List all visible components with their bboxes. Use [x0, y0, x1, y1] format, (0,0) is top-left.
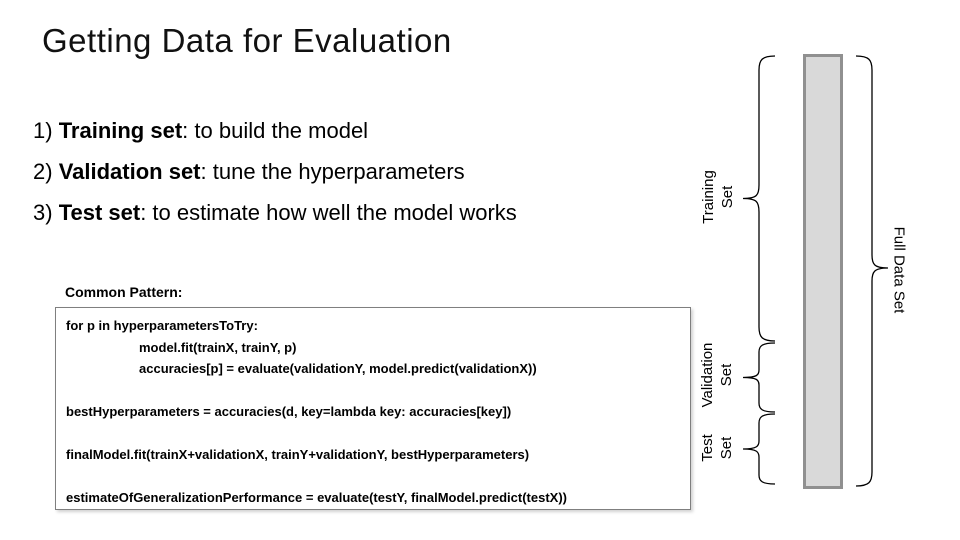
- label-line: Set: [718, 363, 735, 387]
- bullet-text: : to build the model: [182, 118, 369, 143]
- bullet-item-training-set: 1) Training set: to build the model: [33, 110, 517, 151]
- test-set-label: Test Set: [698, 434, 736, 462]
- bullet-term: Validation set: [58, 159, 201, 184]
- code-line: [66, 466, 690, 488]
- code-line: for p in hyperparametersToTry:: [66, 318, 258, 333]
- full-data-set-label: Full Data Set: [890, 226, 908, 314]
- common-pattern-heading: Common Pattern:: [65, 284, 183, 300]
- bullet-term: Training set: [58, 118, 183, 143]
- code-box: for p in hyperparametersToTry: model.fit…: [55, 307, 691, 510]
- full-data-brace: [855, 55, 889, 487]
- code-line: estimateOfGeneralizationPerformance = ev…: [66, 490, 568, 505]
- label-line: Training: [700, 170, 717, 224]
- code-line: [66, 380, 690, 402]
- bullet-number: 3): [33, 200, 59, 225]
- code-line: finalModel.fit(trainX+validationX, train…: [66, 447, 530, 462]
- page-title: Getting Data for Evaluation: [42, 22, 452, 59]
- training-set-label: Training Set: [699, 170, 737, 224]
- label-line: Set: [718, 436, 735, 460]
- full-data-bar: [803, 54, 843, 489]
- bullet-number: 1): [33, 118, 59, 143]
- validation-set-label: Validation Set: [698, 343, 736, 408]
- bullet-text: : tune the hyperparameters: [200, 159, 465, 184]
- validation-brace: [742, 342, 776, 413]
- label-line: Validation: [699, 342, 716, 408]
- bullet-list: 1) Training set: to build the model 2) V…: [33, 110, 517, 233]
- code-line: bestHyperparameters = accuracies(d, key=…: [66, 404, 512, 419]
- bullet-item-validation-set: 2) Validation set: tune the hyperparamet…: [33, 151, 517, 192]
- bullet-term: Test set: [58, 200, 141, 225]
- code-line: [66, 423, 690, 445]
- code-line: accuracies[p] = evaluate(validationY, mo…: [66, 361, 537, 376]
- code-line: model.fit(trainX, trainY, p): [66, 339, 297, 355]
- bullet-text: : to estimate how well the model works: [140, 200, 517, 225]
- label-line: Test: [699, 434, 716, 462]
- test-brace: [742, 413, 776, 485]
- bullet-number: 2): [33, 159, 59, 184]
- label-line: Set: [719, 185, 736, 209]
- bullet-item-test-set: 3) Test set: to estimate how well the mo…: [33, 192, 517, 233]
- training-brace: [742, 55, 776, 342]
